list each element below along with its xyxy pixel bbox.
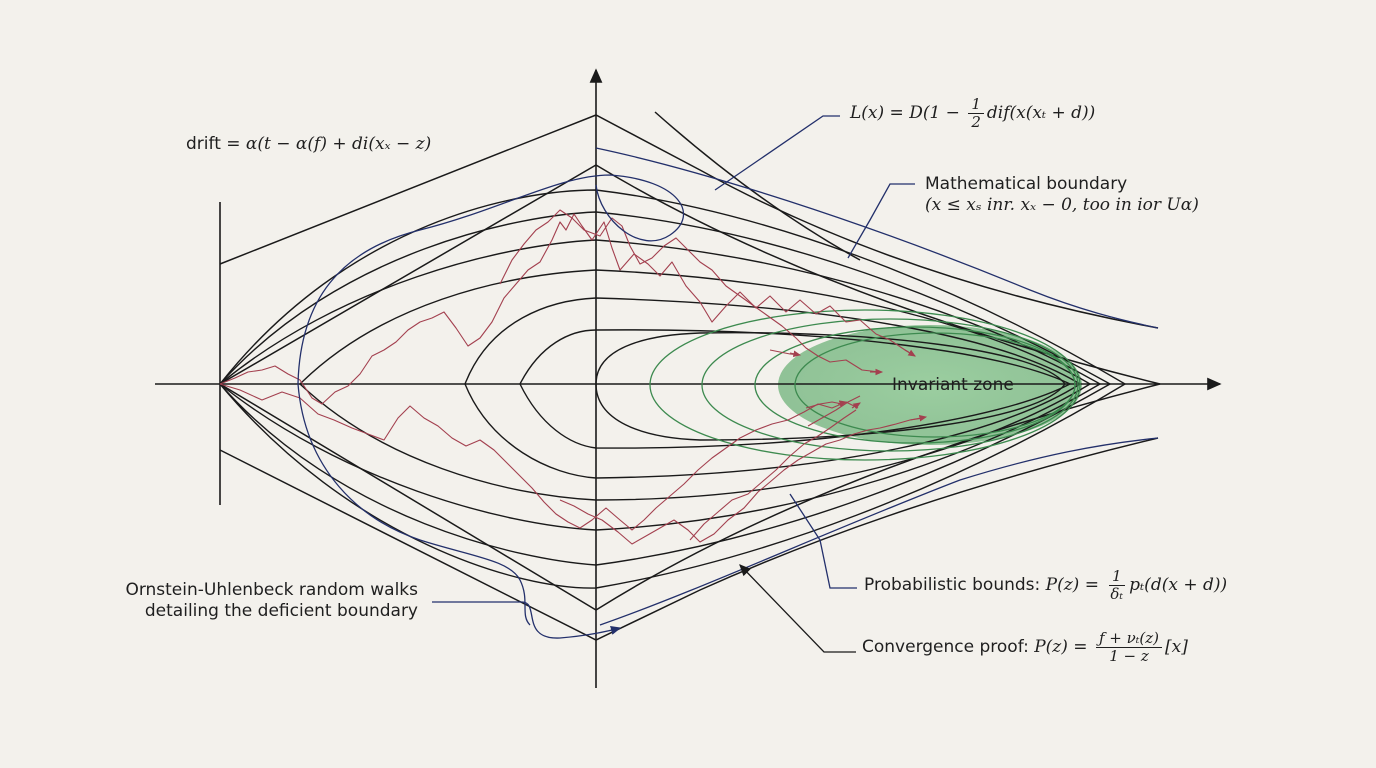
random-walk-path <box>219 383 859 531</box>
boundary-leader-line <box>847 183 915 259</box>
ou-line-2: detailing the deficient boundary <box>144 601 418 622</box>
green-contour <box>794 332 1076 438</box>
random-walk-path <box>807 395 861 427</box>
random-walk-path <box>499 209 881 373</box>
conv-leader-line <box>739 564 856 653</box>
boundary-line <box>219 437 1159 641</box>
lx-frac-den: 2 <box>971 112 981 131</box>
random-walk-path <box>219 213 916 405</box>
random-walks <box>219 209 925 545</box>
boundary-line <box>654 111 861 261</box>
convergence-proof-label: Convergence proof: P(z) = ƒ + νₜ(z)1 − z… <box>862 630 1188 664</box>
green-contours <box>649 309 1081 461</box>
drift-expression: α(t − α(f) + di(xₓ − z) <box>245 134 432 154</box>
contour <box>219 189 1127 589</box>
green-contour <box>701 318 1079 452</box>
conv-lhs: P(z) = <box>1034 637 1093 657</box>
prob-prefix: Probabilistic bounds: <box>864 575 1046 595</box>
blue-boundary-line <box>599 437 1159 626</box>
boundary-line <box>219 164 1161 611</box>
walk-arrows <box>789 349 928 422</box>
contour <box>595 332 1066 441</box>
deficient-boundary-curve <box>297 174 685 385</box>
boundary-label: Mathematical boundary (x ≤ xₛ inr. xₓ − … <box>925 174 1199 217</box>
prob-frac-den: δₜ <box>1110 584 1124 603</box>
prob-rhs: pₜ(d(x + d)) <box>1129 575 1228 595</box>
walk-arrow <box>904 349 916 357</box>
conv-frac-den: 1 − z <box>1109 646 1149 665</box>
walk-arrow <box>837 400 848 407</box>
walk-arrow <box>909 414 928 422</box>
boundary-expression: (x ≤ xₛ inr. xₓ − 0, too in ior Uα) <box>925 195 1199 216</box>
prob-lhs: P(z) = <box>1045 575 1105 595</box>
conv-frac-num: ƒ + νₜ(z) <box>1095 630 1163 648</box>
blue-curves <box>297 115 1159 639</box>
contour <box>519 329 1072 449</box>
drift-formula: drift = α(t − α(f) + di(xₓ − z) <box>186 134 431 155</box>
walk-arrow <box>851 402 861 410</box>
walk-arrow <box>789 350 802 357</box>
ou-leader-line <box>432 601 622 639</box>
boundary-line <box>219 114 1159 329</box>
conv-prefix: Convergence proof: <box>862 637 1035 657</box>
boundary-lines <box>219 111 1161 641</box>
prob-frac-num: 1 <box>1108 568 1125 586</box>
invariant-zone-label: Invariant zone <box>892 375 1014 395</box>
lx-left: L(x) = D(1 − <box>850 103 966 123</box>
boundary-title: Mathematical boundary <box>925 174 1128 194</box>
conv-rhs: [x] <box>1165 637 1188 657</box>
lx-leader-line <box>714 115 840 191</box>
ou-line-1: Ornstein-Uhlenbeck random walks <box>125 580 418 600</box>
prob-leader-line <box>789 493 857 589</box>
random-walk-path <box>805 401 843 409</box>
invariant-zone-fill <box>778 325 1082 445</box>
ou-label: Ornstein-Uhlenbeck random walks detailin… <box>118 580 418 623</box>
green-contour <box>649 309 1081 461</box>
deficient-boundary-curve <box>297 383 531 626</box>
contour <box>298 269 1092 501</box>
drift-prefix: drift = <box>186 134 246 154</box>
lx-frac-num: 1 <box>968 96 984 114</box>
random-walk-path <box>689 409 857 541</box>
contour <box>219 211 1112 566</box>
lx-right: dif(x(xₜ + d)) <box>986 103 1096 123</box>
random-walk-path <box>559 417 925 545</box>
conv-fraction: ƒ + νₜ(z)1 − z <box>1095 630 1163 665</box>
contour <box>218 239 1102 531</box>
blue-boundary-line <box>595 147 1159 329</box>
